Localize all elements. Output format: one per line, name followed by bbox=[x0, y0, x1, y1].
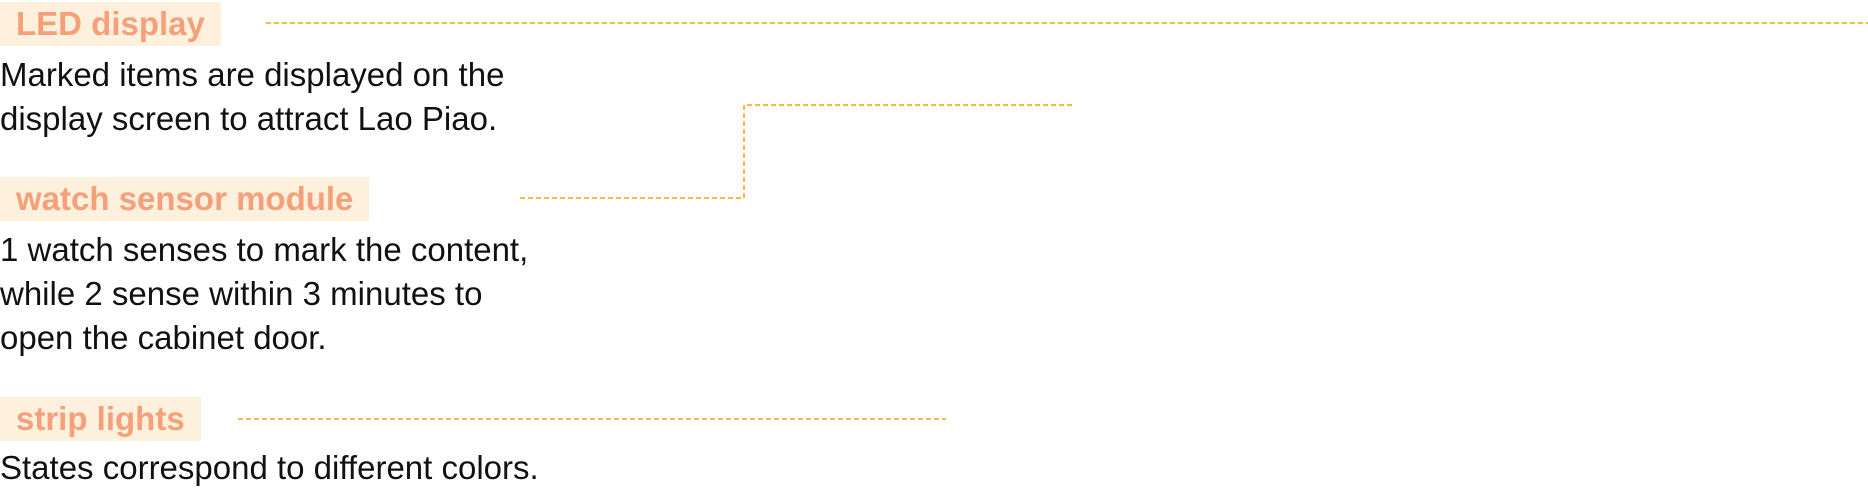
description-line: Marked items are displayed on the bbox=[0, 56, 505, 93]
watch-sensor-module-description: 1 watch senses to mark the content, whil… bbox=[0, 228, 560, 360]
watch-sensor-leader-line bbox=[520, 104, 1072, 199]
description-line: while 2 sense within 3 minutes to bbox=[0, 275, 483, 312]
watch-sensor-module-label: watch sensor module bbox=[0, 177, 370, 221]
strip-lights-label: strip lights bbox=[0, 397, 201, 441]
description-line: display screen to attract Lao Piao. bbox=[0, 100, 498, 137]
description-line: 1 watch senses to mark the content, bbox=[0, 231, 529, 268]
led-display-description: Marked items are displayed on the displa… bbox=[0, 53, 560, 141]
description-line: open the cabinet door. bbox=[0, 319, 327, 356]
strip-lights-description: States correspond to different colors. bbox=[0, 446, 560, 490]
led-display-label: LED display bbox=[0, 2, 221, 46]
description-line: States correspond to different colors. bbox=[0, 449, 539, 486]
